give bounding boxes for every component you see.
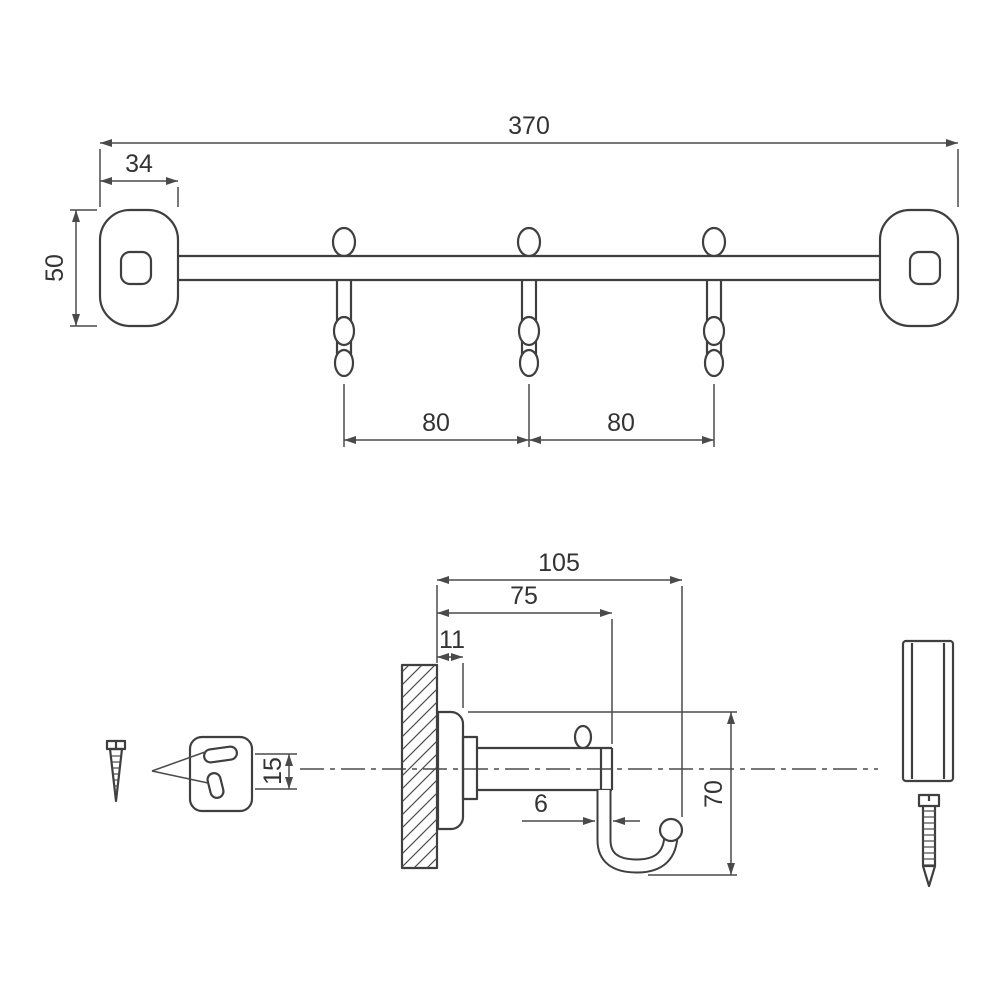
slot-leader-top	[151, 751, 206, 772]
wall-section	[400, 663, 439, 870]
dim-total-height-label: 70	[700, 780, 728, 808]
left-endplate-slot	[119, 250, 153, 286]
dim-endplate-width-label: 34	[125, 150, 153, 178]
dim-hook-wire: 6	[522, 790, 640, 825]
dim-hook-spacing-right-label: 80	[607, 409, 635, 437]
mount-plate-slot-bottom	[206, 772, 225, 799]
dim-endplate-height-label: 50	[41, 254, 69, 282]
screw-left	[105, 739, 127, 803]
hook-3-tip	[703, 348, 725, 378]
hook-1-pivot-knob	[331, 226, 357, 258]
dim-total-width: 370	[99, 112, 959, 207]
dim-total-width-label: 370	[508, 112, 550, 140]
screw-right	[917, 793, 941, 888]
left-endplate	[98, 208, 180, 328]
dim-hook-spacing-left-label: 80	[422, 409, 450, 437]
dim-endplate-height: 50	[41, 209, 97, 327]
mount-boss	[461, 735, 479, 801]
hook-side	[596, 790, 684, 874]
rail-bar	[178, 254, 880, 282]
dim-arm-length-label: 75	[510, 582, 538, 610]
top-view: 370 34 50	[41, 112, 960, 447]
dim-total-depth-label: 105	[538, 549, 580, 577]
mount-plate-side	[436, 710, 479, 831]
dim-total-depth: 105	[436, 549, 683, 817]
mount-plate-slot-top	[202, 745, 239, 764]
slot-leader-bottom	[151, 770, 209, 784]
wall-hatch	[402, 665, 437, 868]
arm-side	[477, 724, 614, 792]
hook-3-pivot-knob	[701, 226, 727, 258]
dim-plate-thickness: 11	[437, 626, 465, 708]
hook-2-tip	[518, 348, 540, 378]
dim-hook-wire-label: 6	[534, 790, 548, 818]
right-endplate	[878, 208, 960, 328]
hook-2-pivot-knob	[516, 226, 542, 258]
dim-arm-length: 75	[437, 582, 613, 744]
dim-endplate-width: 34	[100, 150, 179, 207]
dim-plate-thickness-label: 11	[439, 626, 465, 654]
endcap-side-profile	[901, 639, 955, 783]
dim-hook-spacing: 80 80	[343, 384, 715, 447]
right-endplate-slot	[908, 250, 942, 286]
dim-slot-height: 15	[255, 753, 297, 790]
hook-3	[701, 226, 727, 378]
hook-tip-ball	[658, 817, 684, 843]
screw-right-tip	[921, 864, 937, 888]
hook-1-tip	[333, 348, 355, 378]
hook-2	[516, 226, 542, 378]
hook-1	[331, 226, 357, 378]
arm-pivot-knob-side	[573, 724, 593, 750]
hook-2-mid-knob	[517, 315, 541, 347]
mount-plate-front	[151, 735, 254, 813]
side-view: 105 75 11	[105, 549, 955, 888]
hook-3-mid-knob	[702, 315, 726, 347]
dim-slot-height-label: 15	[259, 757, 287, 785]
screw-left-shaft	[108, 747, 124, 803]
dim-total-height: 70	[468, 711, 737, 876]
hook-1-mid-knob	[332, 315, 356, 347]
